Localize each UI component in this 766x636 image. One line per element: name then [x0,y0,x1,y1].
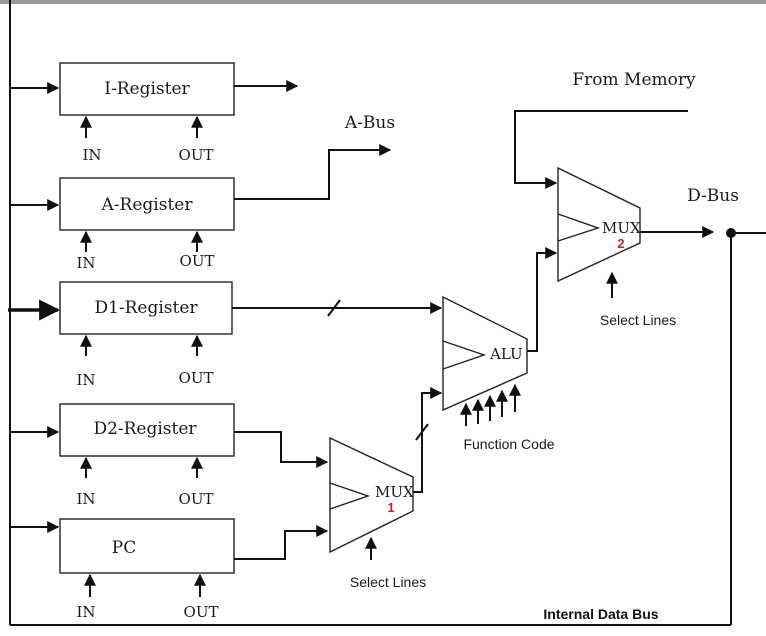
mux-2-number: 2 [617,236,624,251]
i-register-out-label: OUT [179,146,214,164]
a-register-in-label: IN [76,254,95,272]
d-bus-junction [726,228,736,238]
pc-in-label: IN [76,603,95,621]
i-register-label: I-Register [104,79,190,99]
internal-data-bus-label: Internal Data Bus [543,606,658,622]
d2-register: D2-Register IN OUT [59,403,235,508]
pc-out-label: OUT [184,603,219,621]
alu: ALU Function Code [442,295,555,452]
alu-label: ALU [489,345,523,363]
top-edge-strip [0,0,766,4]
d2-register-in-label: IN [76,490,95,508]
d2-register-label: D2-Register [93,419,197,439]
alu-to-mux2-line [527,247,558,352]
a-register: A-Register IN OUT [59,177,235,272]
i-register: I-Register IN OUT [59,62,235,164]
a-bus-line [234,144,392,200]
a-bus-label: A-Bus [344,113,395,133]
pc-to-mux1-line [234,525,329,560]
a-register-label: A-Register [101,195,194,215]
a-register-out-label: OUT [180,252,215,270]
d1-register-in-label: IN [76,371,95,389]
alu-notch [442,340,487,370]
internal-data-bus [9,0,732,626]
i-register-in-label: IN [82,146,101,164]
from-memory-line [514,110,688,189]
d2-register-out-label: OUT [179,490,214,508]
mux-1: MUX 1 Select Lines [329,436,426,590]
mux-1-select-label: Select Lines [350,574,426,590]
mux-2-notch [557,213,601,242]
mux1-to-alu-line [413,387,443,493]
mux-1-notch [329,482,371,510]
d2-to-mux1-line [234,431,329,468]
mux1-bus-width-slash [415,423,429,441]
d-bus-label: D-Bus [687,186,739,206]
from-memory-label: From Memory [572,70,696,90]
d1-register-label: D1-Register [94,298,198,318]
mux-1-label: MUX [375,483,414,501]
d1-bus-width-slash [327,299,341,317]
d1-register: D1-Register IN OUT [59,281,233,389]
pc-label: PC [112,538,136,558]
alu-function-code-label: Function Code [463,436,554,452]
pc-register: PC IN OUT [59,518,235,621]
mux-2-select-label: Select Lines [600,312,676,328]
d1-register-out-label: OUT [179,369,214,387]
mux-1-number: 1 [387,500,394,515]
mux-2-label: MUX [602,219,641,237]
mux-2: MUX 2 Select Lines [557,166,676,328]
